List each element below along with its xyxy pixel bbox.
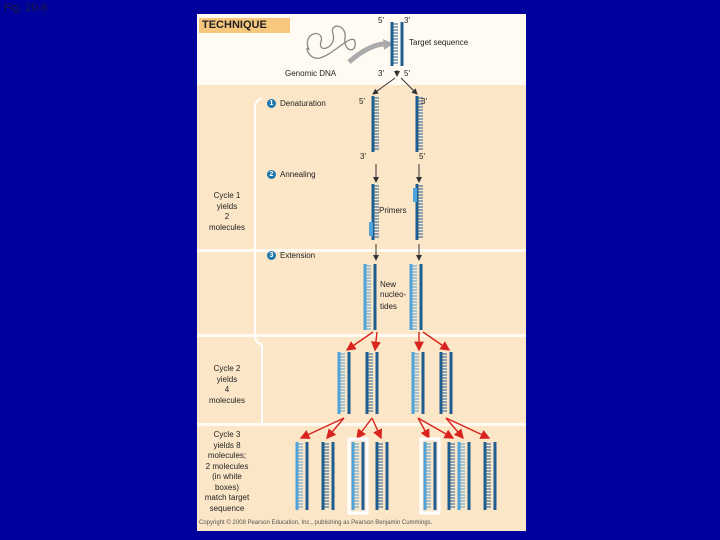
primer-right — [413, 188, 417, 202]
denat-right-5prime: 5′ — [419, 152, 425, 161]
c3-duplex-4-left — [375, 442, 383, 510]
c3-duplex-2-left — [321, 442, 329, 510]
c3-arrow-1 — [299, 417, 345, 439]
mid-3prime-label: 3′ — [378, 69, 384, 78]
cycle-3-line-5: (in white — [212, 472, 242, 481]
genomic-dna-path — [306, 25, 356, 59]
c3-duplex-7-left — [457, 442, 465, 510]
c3-duplex-5-left — [423, 442, 431, 510]
c3-duplex-3-left — [351, 442, 359, 510]
new-nucleotides-line-3: tides — [380, 302, 397, 311]
cycle-1-line-2: yields — [216, 201, 238, 211]
cycle-1-line-3: 2 — [224, 212, 230, 221]
c3-target-box-1 — [347, 437, 369, 515]
top-3prime-label: 3′ — [404, 16, 410, 25]
cycle-1-line-1: Cycle 1 — [213, 191, 241, 200]
cycle-1-text: Cycle 1 yields 2 molecules — [201, 191, 253, 233]
new-nucleotides-line-2: nucleo- — [380, 290, 407, 299]
c3-arrow-4 — [371, 417, 383, 440]
c3-arrow-3 — [356, 417, 373, 440]
denat-arrow-right — [400, 77, 418, 95]
c3-arrow-7 — [445, 417, 464, 440]
denat-right-3prime: 3′ — [421, 97, 427, 106]
primer-left — [369, 222, 373, 236]
c3-duplex-8-left — [483, 442, 491, 510]
c3-duplex-1-left — [295, 442, 303, 510]
c3-arrow-2 — [326, 417, 345, 440]
cycle-3-line-6: boxes) — [214, 482, 239, 492]
c2-arrow-2 — [371, 331, 381, 352]
ext-duplex-right-left — [409, 264, 417, 330]
mid-5prime-label: 5′ — [404, 69, 410, 78]
pcr-diagram-panel: TECHNIQUE 5′ 3′ Target sequence Genomic … — [197, 14, 526, 531]
denat-strand-left — [371, 96, 379, 152]
c3-duplex-6-left — [447, 442, 455, 510]
cycle-3-line-8: sequence — [209, 503, 245, 513]
c2-arrow-4 — [422, 331, 451, 351]
denat-left-3prime: 3′ — [360, 152, 366, 161]
denat-strand-right — [415, 96, 423, 152]
cycle-2-line-4: molecules — [208, 395, 245, 405]
step-2-badge: 2 — [267, 170, 276, 179]
cycle-3-line-2: yields 8 — [213, 440, 241, 450]
cycle-1-bracket — [254, 98, 263, 345]
cycle-1-band-lower — [197, 252, 526, 334]
c2-duplex-4-left — [439, 352, 447, 414]
target-sequence-label: Target sequence — [409, 38, 469, 47]
step-2-label: Annealing — [280, 170, 316, 179]
new-nucleotides-line-1: New — [380, 280, 397, 289]
cycle-3-text: Cycle 3 yields 8 molecules; 2 molecules … — [199, 430, 255, 514]
genomic-dna-label: Genomic DNA — [285, 69, 337, 78]
c2-duplex-2-left — [365, 352, 373, 414]
copyright-notice: Copyright © 2008 Pearson Education, Inc.… — [199, 520, 433, 526]
cycle-1-band — [197, 85, 526, 249]
top-5prime-label: 5′ — [378, 16, 384, 25]
step-1-label: Denaturation — [280, 99, 326, 108]
denat-left-5prime: 5′ — [359, 97, 365, 106]
cycle-3-line-7: match target — [204, 493, 250, 502]
c3-arrow-5 — [417, 417, 430, 440]
cycle-2-line-1: Cycle 2 — [213, 364, 241, 373]
cycle-2-line-2: yields — [216, 374, 238, 384]
cycle-1-line-4: molecules — [208, 222, 245, 232]
cycle-2-band — [197, 337, 526, 423]
c2-arrow-1 — [345, 331, 374, 351]
figure-label: Fig. 20-8 — [4, 2, 48, 14]
c2-duplex-3-left — [411, 352, 419, 414]
cycle-3-line-4: 2 molecules — [205, 461, 249, 471]
cycle-3-line-1: Cycle 3 — [213, 430, 241, 439]
c3-target-box-2 — [419, 437, 441, 515]
step-3-badge: 3 — [267, 251, 276, 260]
cycle-2-text: Cycle 2 yields 4 molecules — [201, 364, 253, 406]
pcr-schematic — [254, 22, 497, 515]
technique-header: TECHNIQUE — [199, 18, 290, 33]
c3-arrow-6 — [417, 417, 455, 439]
step-3-label: Extension — [280, 251, 316, 260]
denat-arrow-left — [372, 77, 396, 95]
step-1-badge: 1 — [267, 99, 276, 108]
cycle-2-line-3: 4 — [224, 385, 230, 394]
cycle-3-line-3: molecules; — [207, 451, 247, 460]
genomic-dna-coil — [306, 25, 356, 59]
c3-arrow-8 — [445, 417, 491, 439]
c2-duplex-1-left — [337, 352, 345, 414]
target-duplex-left — [390, 22, 398, 66]
primers-label: Primers — [379, 206, 407, 215]
ext-duplex-left-left — [363, 264, 371, 330]
anneal-strand-right — [415, 184, 423, 240]
